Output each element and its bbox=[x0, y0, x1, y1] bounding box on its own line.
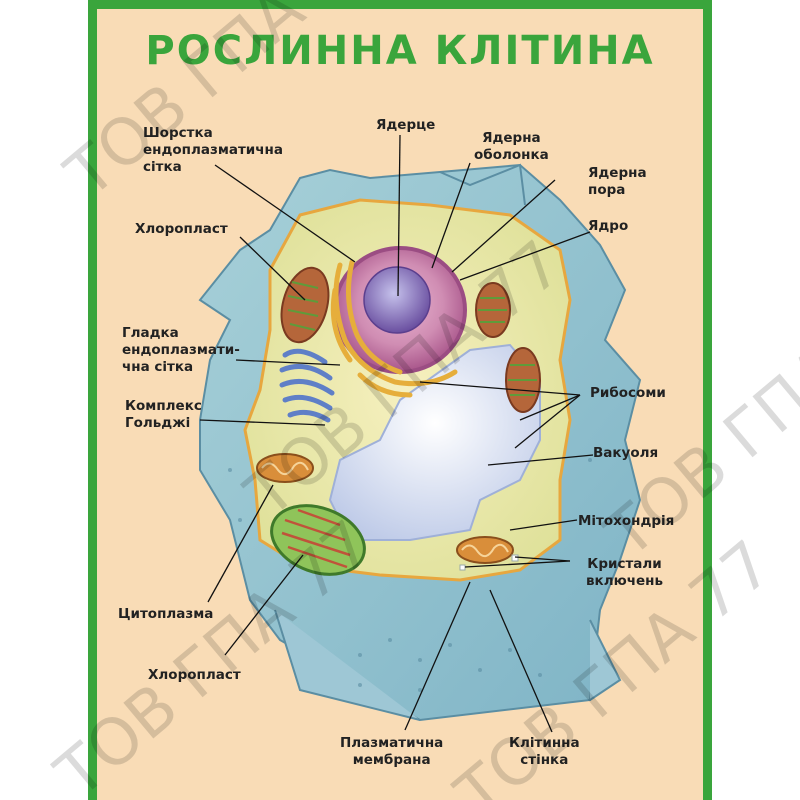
label-vacuole: Вакуоля bbox=[593, 445, 659, 461]
label-cell-wall: Клітинна стінка bbox=[509, 735, 580, 768]
label-cytoplasm: Цитоплазма bbox=[118, 606, 214, 622]
chloroplast-lower bbox=[270, 504, 366, 576]
label-plasma-membrane: Плазматична мембрана bbox=[340, 735, 444, 768]
label-mitochondrion: Мітохондрія bbox=[578, 513, 675, 529]
label-chloroplast-top: Хлоропласт bbox=[135, 221, 228, 237]
label-nucleus: Ядро bbox=[588, 218, 629, 234]
poster-title: РОСЛИННА КЛІТИНА bbox=[145, 28, 655, 74]
cell-wall-texture bbox=[228, 458, 592, 692]
nucleus bbox=[333, 246, 467, 374]
label-nuclear-envelope: Ядерна оболонка bbox=[474, 130, 549, 163]
crystal-inclusions bbox=[459, 554, 519, 571]
label-nucleolus: Ядерце bbox=[376, 117, 436, 133]
chloroplast-upper bbox=[280, 266, 330, 344]
label-chloroplast-bottom: Хлоропласт bbox=[148, 667, 241, 683]
label-smooth-er: Гладка ендоплазмати- чна сітка bbox=[122, 325, 240, 375]
leader-lines bbox=[199, 134, 594, 733]
golgi-complex bbox=[279, 348, 335, 423]
label-nuclear-pore: Ядерна пора bbox=[588, 165, 647, 198]
label-ribosomes: Рибосоми bbox=[590, 385, 666, 401]
label-crystals: Кристали включень bbox=[586, 556, 664, 589]
mitochondrion-lower-right bbox=[456, 536, 514, 564]
chloroplast-right-2 bbox=[505, 347, 541, 413]
mitochondrion-left bbox=[256, 453, 314, 483]
label-golgi: Комплекс Гольджі bbox=[125, 398, 202, 431]
chloroplast-right-1 bbox=[475, 282, 511, 338]
label-rough-er: Шорстка ендоплазматична сітка bbox=[143, 125, 283, 175]
